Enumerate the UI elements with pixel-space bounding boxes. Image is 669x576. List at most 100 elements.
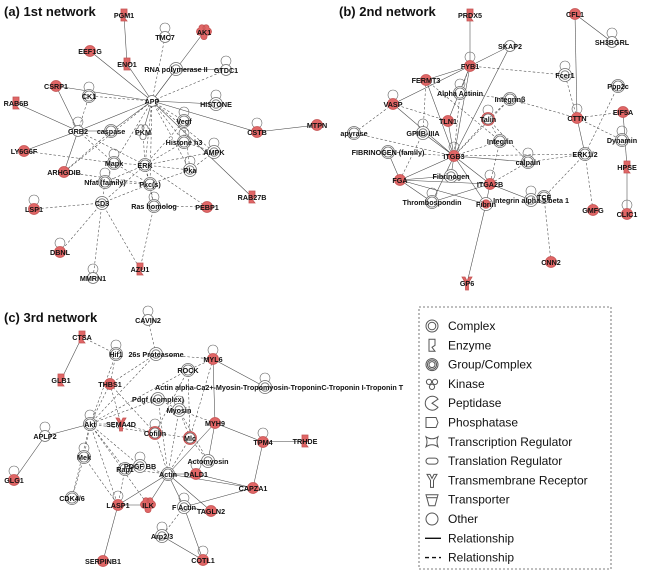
- edge-3-6: [155, 353, 214, 360]
- legend-item: Complex: [425, 319, 495, 333]
- node-icon: [301, 434, 309, 448]
- node-label: DALD1: [184, 470, 208, 479]
- node-icon: [209, 417, 221, 429]
- node-label: F Actin: [172, 503, 196, 512]
- edge-2-27: [576, 117, 623, 141]
- node-label: GPIIB-IIIA: [406, 129, 439, 138]
- node-icon: [524, 193, 538, 207]
- legend-label: Enzyme: [448, 338, 492, 352]
- node-b-itga5b1: Integrin alpha 5 beta 1: [493, 185, 569, 207]
- node-icon: [442, 115, 454, 127]
- node-icon: [481, 112, 495, 126]
- edge-3-59: [183, 487, 254, 508]
- node-icon: [571, 112, 583, 124]
- node-c-cavin2: CAVIN2: [135, 305, 161, 326]
- node-icon: [84, 45, 96, 57]
- node-icon: [387, 98, 399, 110]
- edge-1-37: [144, 164, 155, 207]
- edge-2-48: [453, 155, 529, 163]
- edge-2-29: [564, 74, 578, 119]
- node-icon: [493, 134, 507, 148]
- node-a-cd3: CD3: [95, 196, 109, 210]
- node-icon: [311, 119, 323, 131]
- node-label: Akt: [84, 420, 96, 429]
- node-label: Myosin: [167, 406, 192, 415]
- panel-title-1: (a) 1st network: [4, 4, 97, 19]
- node-icon: [140, 497, 156, 513]
- node-label: DBNL: [50, 248, 71, 257]
- node-icon: [138, 158, 152, 172]
- node-icon: [503, 92, 517, 106]
- node-icon: [183, 163, 197, 177]
- node-c-actin: Actin: [159, 467, 177, 481]
- node-label: SKAP2: [498, 42, 522, 51]
- node-c-mlc: Mlc: [183, 431, 197, 445]
- node-a-histone: HISTONE: [200, 89, 232, 111]
- node-c-capza1: CAPZA1: [239, 482, 267, 494]
- edge-3-13: [154, 369, 189, 434]
- transmembrane-receptor-icon: [426, 473, 438, 488]
- node-icon: [479, 197, 493, 211]
- edge-1-18: [149, 100, 153, 185]
- node-label: VASP: [383, 100, 402, 109]
- edge-3-16: [109, 383, 122, 425]
- node-label: Actin: [159, 470, 177, 479]
- node-label: SERPINB1: [85, 557, 121, 566]
- legend-label: Complex: [448, 319, 495, 333]
- node-icon: [347, 126, 361, 140]
- node-a-ak1: AK1: [196, 24, 212, 40]
- node-label: TLN1: [439, 117, 457, 126]
- node-b-prdx5: PRDX5: [458, 8, 482, 22]
- node-label: CK1: [82, 92, 96, 101]
- edge-3-49: [124, 468, 169, 475]
- legend-label: Transmembrane Receptor: [448, 473, 588, 487]
- edge-1-51: [139, 205, 155, 270]
- node-icon: [448, 150, 460, 162]
- node-label: SH3BGRL: [595, 38, 630, 47]
- node-icon: [251, 126, 263, 138]
- node-b-gpiib: GPIIB-IIIA: [406, 118, 440, 140]
- node-label: CTTN: [567, 114, 586, 123]
- edge-2-20: [392, 103, 449, 122]
- node-label: 26s Proteasome: [128, 350, 183, 359]
- edge-1-24: [55, 85, 79, 132]
- node-c-akt: Akt: [83, 409, 97, 431]
- node-c-tpm4: TPM4: [253, 427, 273, 448]
- node-a-arhgdib: ARHGDIB: [47, 166, 81, 178]
- legend-item: Kinase: [425, 377, 485, 391]
- node-icon: [257, 436, 269, 448]
- edge-1-28: [77, 130, 115, 164]
- node-icon: [537, 190, 551, 204]
- edge-1-54: [151, 100, 253, 198]
- legend-label: Group/Complex: [448, 358, 532, 372]
- edge-2-52: [431, 183, 491, 203]
- node-label: Mek: [77, 453, 91, 462]
- edge-3-11: [212, 358, 266, 388]
- node-b-vasp: VASP: [383, 89, 403, 110]
- node-c-glb1: GLB1: [51, 373, 71, 387]
- node-label: CNN2: [541, 258, 561, 267]
- edge-1-44: [33, 202, 103, 210]
- edge-1-2: [151, 36, 166, 102]
- node-icon: [95, 196, 109, 210]
- edge-1-26: [77, 95, 90, 132]
- edge-1-59: [23, 150, 115, 164]
- node-a-pka: Pka: [183, 155, 197, 177]
- node-c-lasp1: LASP1: [106, 490, 130, 511]
- edge-1-7: [55, 85, 153, 102]
- node-label: Fibrin: [476, 200, 496, 209]
- node-label: Ppp2c: [607, 82, 629, 91]
- node-label: FIBRINOGEN (family): [352, 148, 425, 157]
- node-label: GMFG: [582, 206, 604, 215]
- node-c-ilk: ILK: [140, 497, 156, 513]
- node-c-factin: F Actin: [172, 492, 196, 514]
- edge-2-57: [489, 161, 529, 185]
- node-label: Nfat (family): [84, 178, 126, 187]
- edge-1-62: [63, 100, 153, 173]
- node-label: CD3: [95, 199, 109, 208]
- edge-2-2: [574, 13, 578, 119]
- node-c-myosin: Myosin: [167, 395, 192, 417]
- node-label: Integrin alpha 5 beta 1: [493, 196, 569, 205]
- edge-1-45: [59, 202, 103, 253]
